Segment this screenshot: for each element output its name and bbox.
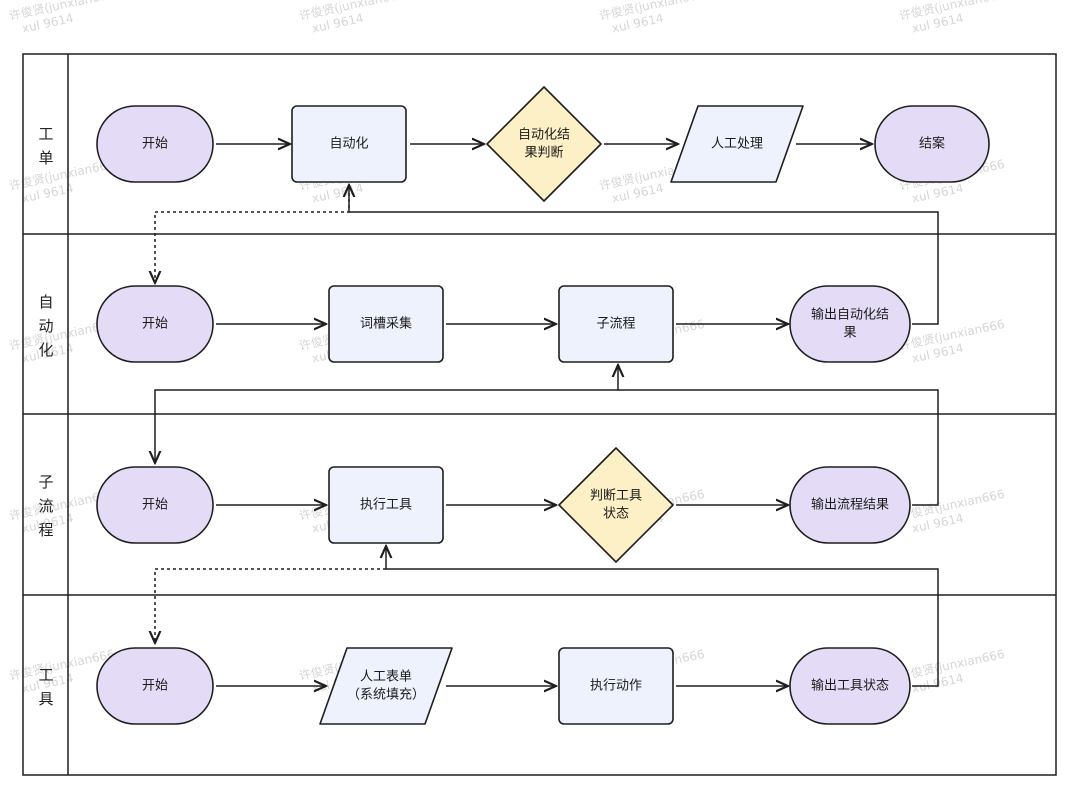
node-label: 输出工具状态 (811, 678, 889, 694)
node-label: 果 (843, 326, 856, 341)
node-zl-exec: 执行工具 (328, 466, 444, 544)
node-gj-start: 开始 (96, 647, 214, 725)
node-label: 开始 (142, 498, 168, 513)
node-shape (96, 647, 214, 725)
node-shape (558, 647, 674, 725)
node-label: 执行工具 (360, 498, 412, 513)
node-zd-sub: 子流程 (558, 285, 674, 363)
node-zd-start: 开始 (96, 285, 214, 363)
node-label: 人工表单 (360, 670, 412, 685)
node-label: 开始 (142, 317, 168, 332)
lane-label-char: 动 (38, 317, 53, 335)
node-label: 自动化结 (518, 128, 570, 143)
node-label: 开始 (142, 679, 168, 694)
arrow-zl-output-to-zd-sub (618, 365, 939, 506)
node-shape (874, 105, 990, 183)
node-shape (96, 466, 214, 544)
node-shape (328, 466, 444, 544)
node-shape (96, 105, 214, 183)
node-gd-start: 开始 (96, 105, 214, 183)
lane-label-char: 程 (38, 521, 53, 539)
lane-label-char: 流 (38, 497, 53, 515)
node-gd-auto: 自动化 (291, 105, 407, 183)
lane-label-gongdan: 工 单 (38, 125, 53, 167)
node-gd-manual: 人工处理 (670, 105, 804, 183)
node-shape (328, 285, 444, 363)
dotted-arrow-exec-to-gj-start (155, 568, 386, 643)
node-label: 人工处理 (711, 137, 763, 152)
node-label: 输出流程结果 (811, 497, 889, 513)
node-zl-output: 输出流程结果 (789, 466, 911, 544)
lane-label-char: 工 (38, 666, 53, 684)
nodes-layer: 开始自动化自动化结果判断人工处理结案开始词槽采集子流程输出自动化结果开始执行工具… (96, 86, 990, 725)
node-label: 自动化 (329, 137, 368, 152)
node-label: 判断工具 (590, 489, 642, 504)
node-gd-close: 结案 (874, 105, 990, 183)
connectors (155, 144, 939, 687)
node-label: 开始 (142, 137, 168, 152)
lane-label-char: 子 (38, 473, 53, 491)
lane-label-char: 具 (38, 690, 53, 708)
arrow-zd-sub-to-zl-start (155, 389, 618, 463)
node-label: 状态 (603, 507, 629, 522)
node-zd-collect: 词槽采集 (328, 285, 444, 363)
node-shape (789, 647, 911, 725)
node-shape (789, 466, 911, 544)
lane-label-char: 自 (38, 293, 53, 311)
lane-label-ziliucheng: 子 流 程 (38, 473, 53, 539)
node-label: 果判断 (524, 146, 563, 161)
node-zl-start: 开始 (96, 466, 214, 544)
node-shape (558, 447, 674, 563)
node-label: 结案 (919, 137, 945, 152)
arrow-zd-output-to-gd-auto (349, 185, 939, 325)
node-label: （系统填充） (347, 687, 425, 703)
node-shape (670, 105, 804, 183)
lane-label-gongju: 工 具 (38, 666, 53, 708)
node-label: 执行动作 (590, 679, 642, 694)
node-shape (486, 86, 602, 202)
node-gj-action: 执行动作 (558, 647, 674, 725)
node-shape (96, 285, 214, 363)
node-label: 词槽采集 (360, 316, 412, 332)
dotted-arrow-auto-to-zd-start (155, 193, 350, 283)
lane-label-char: 化 (38, 341, 53, 359)
lane-label-char: 工 (38, 125, 53, 143)
node-shape (789, 285, 911, 363)
lane-label-zidonghua: 自 动 化 (38, 293, 53, 359)
node-label: 子流程 (596, 317, 635, 332)
node-gj-form: 人工表单 （系统填充） (319, 647, 453, 725)
node-label: 输出自动化结 (811, 307, 889, 323)
node-shape (291, 105, 407, 183)
arrow-gj-output-to-zl-exec (386, 546, 939, 687)
node-gj-output: 输出工具状态 (789, 647, 911, 725)
swimlane-frame (22, 53, 1057, 776)
node-shape (319, 647, 453, 725)
lane-label-char: 单 (38, 149, 53, 167)
node-shape (558, 285, 674, 363)
